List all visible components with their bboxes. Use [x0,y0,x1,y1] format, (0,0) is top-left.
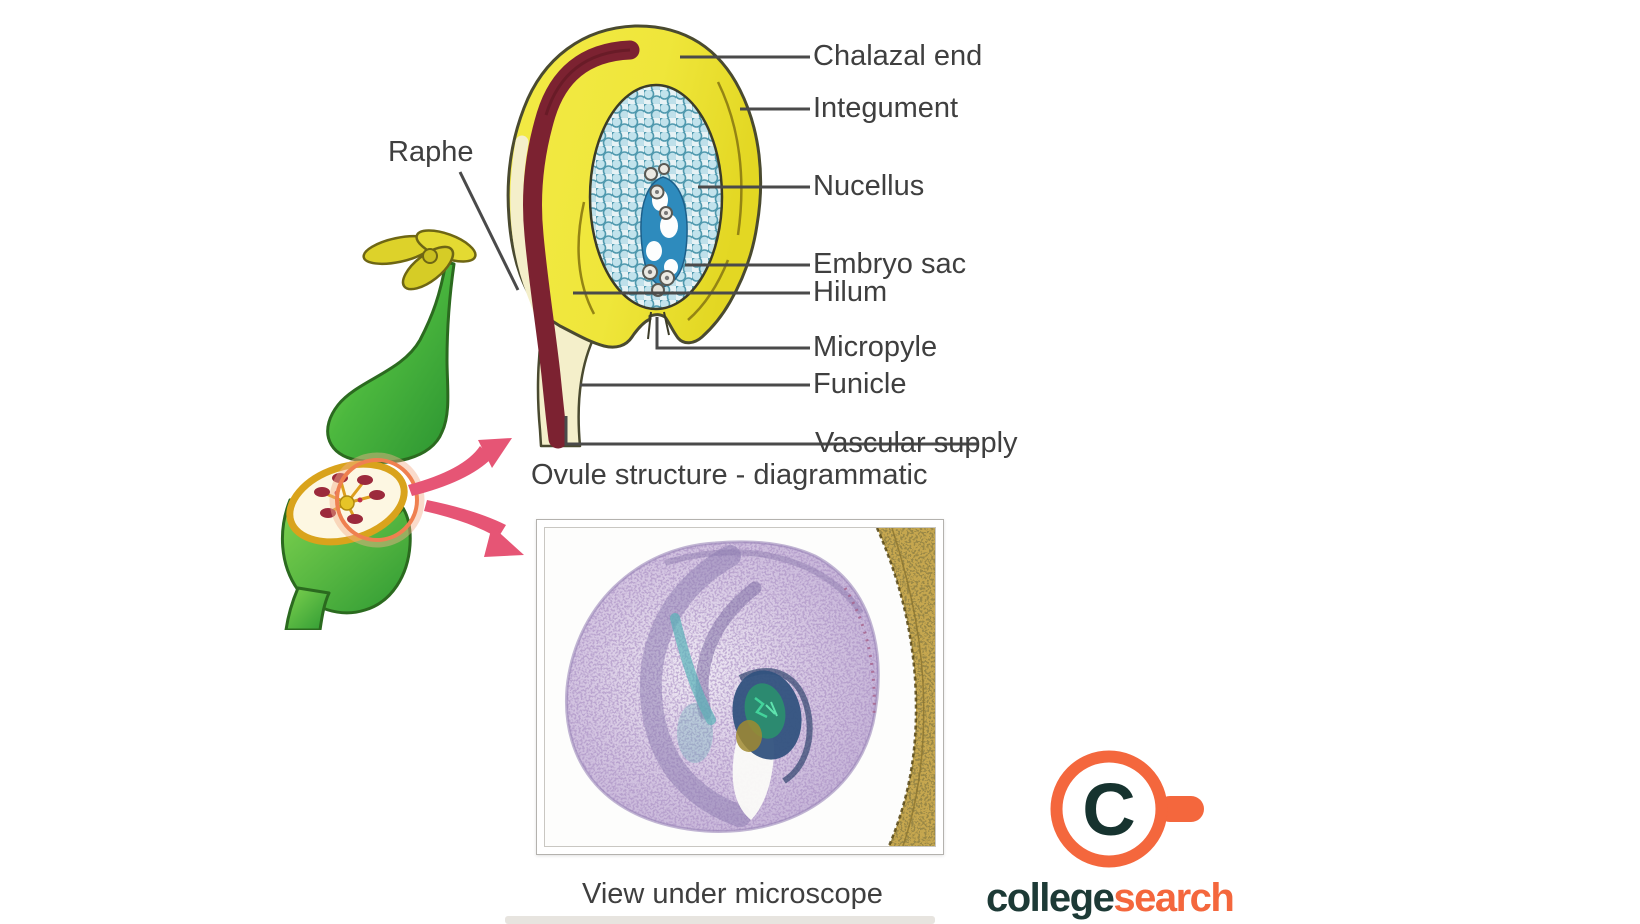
pistil-illustration [280,229,524,630]
leader-micropyle [655,317,810,350]
ovary-stalk [284,586,331,630]
label-micropyle: Micropyle [813,331,938,363]
histology-section [545,528,935,846]
stigma [362,229,477,291]
leader-raphe [458,171,520,291]
label-integument: Integument [813,92,959,124]
zoom-arrows [408,438,524,557]
collegesearch-wordmark: collegesearch [986,876,1235,920]
ovule-section-blob [564,540,880,833]
microscope-caption: View under microscope [582,878,883,910]
label-raphe: Raphe [388,136,474,168]
inner-integument-sweep [639,545,751,827]
magnifier-ring-icon [1050,750,1168,868]
collegesearch-logo-mark: C [1050,750,1204,868]
leader-lines [458,55,978,446]
micropyle-channel [647,311,670,340]
highlight-ring-glow [329,452,425,548]
highlight-ring [335,458,419,542]
wordmark-search: search [1113,876,1234,920]
ovule-diagram [458,24,978,449]
label-chalazal-end: Chalazal end [813,40,983,72]
label-embryo-sac: Embryo sac [813,248,967,280]
magnifier-handle [1157,796,1204,822]
embryo-sac-stain [732,668,813,784]
label-vascular-supply: Vascular supply [815,427,1018,459]
microscope-image [544,527,936,847]
wordmark-college: college [986,876,1115,920]
embryo-sac-cells [642,163,675,297]
ovary-cross-section [280,452,425,630]
embryo-sac-body [640,163,688,297]
label-nucellus: Nucellus [813,170,925,202]
microscope-image-frame [536,519,944,855]
label-funicle: Funicle [813,368,907,400]
arrow-down-icon [424,500,506,538]
leader-vascular [564,416,978,446]
ovary-wall-band [875,528,935,846]
logo-letter: C [1082,768,1135,851]
pistil-style [326,260,456,464]
teal-streak [670,613,716,725]
label-hilum: Hilum [813,276,888,308]
arrow-up-icon [408,446,492,496]
diagram-caption: Ovule structure - diagrammatic [531,459,928,491]
cropped-content-strip [505,916,935,924]
